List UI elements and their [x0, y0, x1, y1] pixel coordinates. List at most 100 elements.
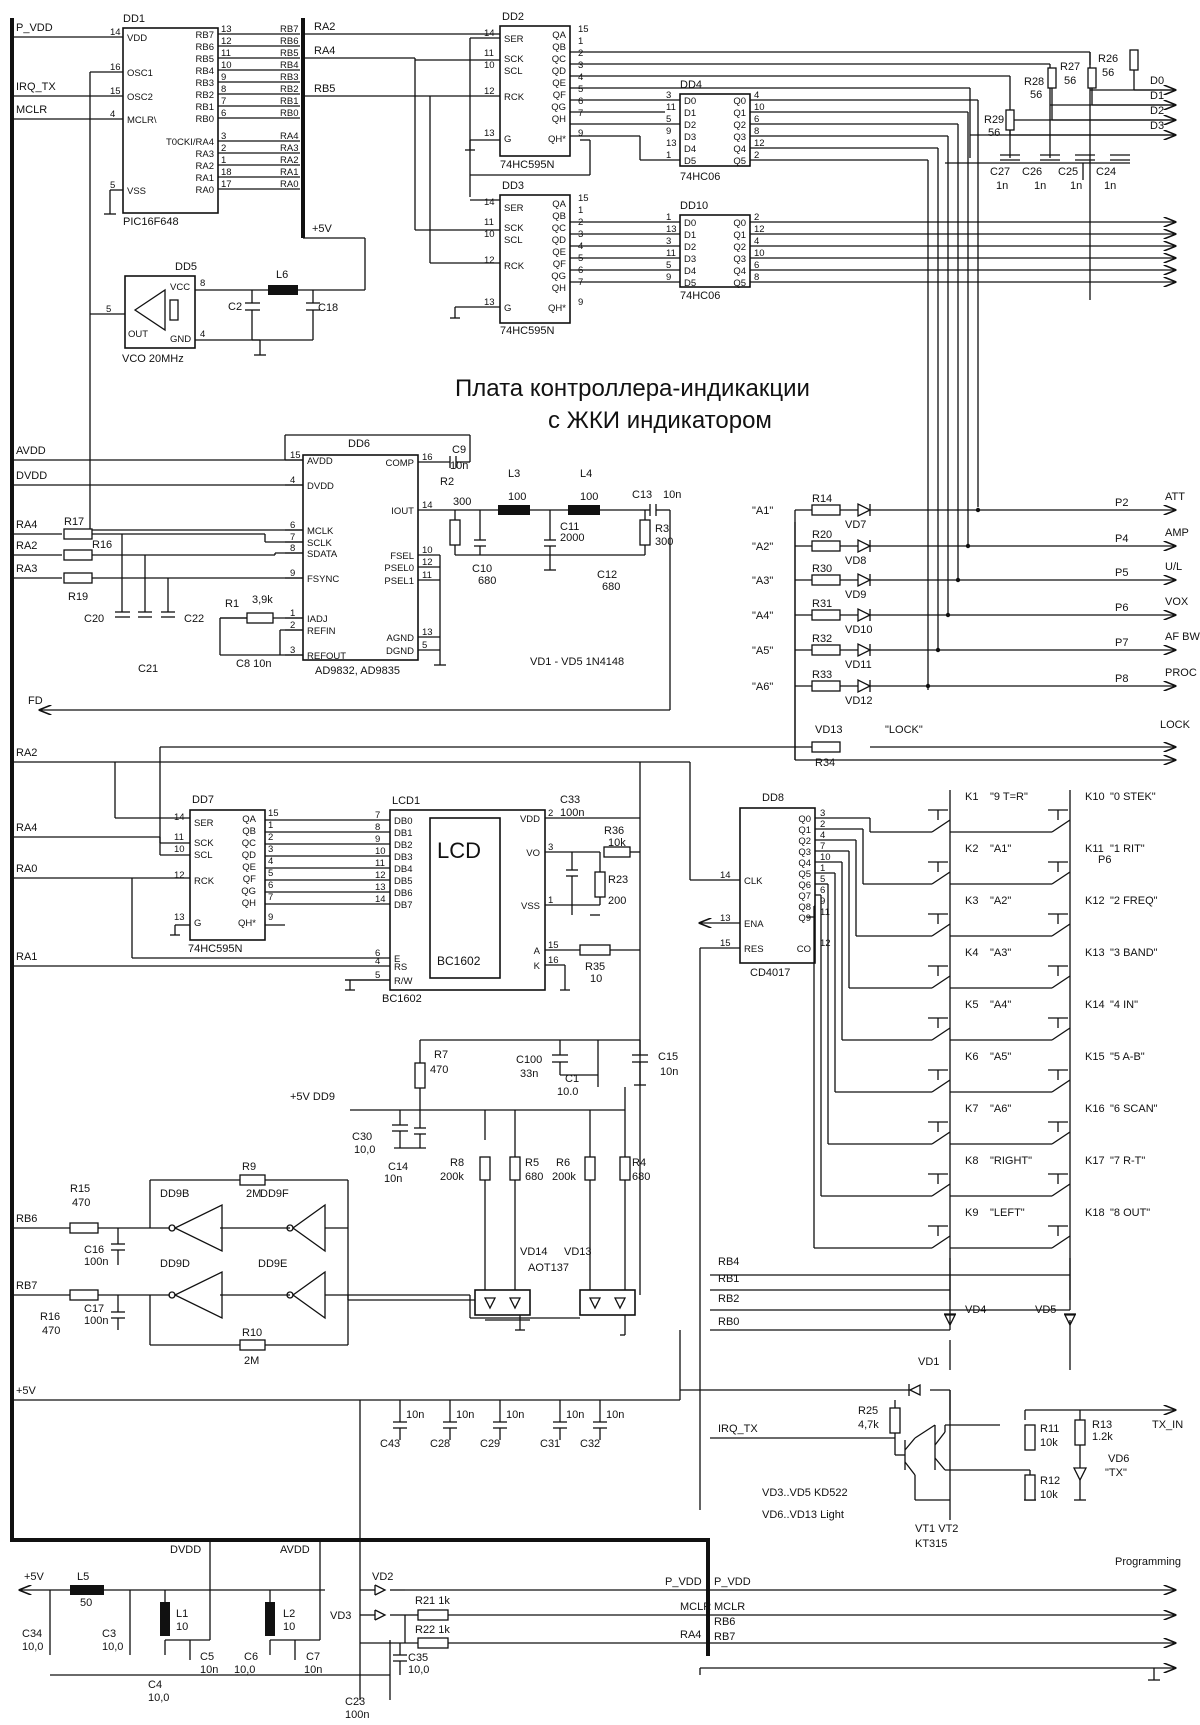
- dd1-part: PIC16F648: [123, 216, 179, 228]
- svg-text:5: 5: [106, 304, 111, 315]
- dd1-pin-name: OSC2: [127, 92, 153, 103]
- dd10-pin-name: Q0: [733, 218, 746, 229]
- dd7-pin-num: 13: [174, 912, 185, 923]
- dd1-net-label: RA1: [280, 167, 298, 178]
- led-function: ATT: [1165, 491, 1185, 503]
- svg-text:RA1: RA1: [16, 951, 37, 963]
- svg-text:2M: 2M: [246, 1188, 261, 1200]
- dd7-pin-name: QA: [242, 814, 256, 825]
- svg-text:R25: R25: [858, 1405, 878, 1417]
- dd10-pin-name: D1: [684, 230, 696, 241]
- key-switch: [1051, 923, 1071, 937]
- key-label: K13: [1085, 947, 1105, 959]
- svg-text:R11: R11: [1040, 1423, 1059, 1435]
- dd4-pin-num: 11: [666, 102, 676, 113]
- svg-text:1n: 1n: [1104, 180, 1116, 192]
- svg-text:DD6: DD6: [348, 438, 370, 450]
- svg-text:R2: R2: [440, 476, 454, 488]
- dd6-pin-name: MCLK: [307, 526, 334, 537]
- dd2-pin-name: QH: [552, 114, 566, 125]
- dd4-pin-num: 2: [754, 150, 759, 161]
- svg-text:1.2k: 1.2k: [1092, 1431, 1113, 1443]
- lcd-pin-name: DB3: [394, 852, 412, 863]
- svg-text:DD3: DD3: [502, 180, 524, 192]
- cap-value: 10n: [566, 1409, 584, 1421]
- dd4-pin-num: 9: [666, 126, 671, 137]
- dd8-pin-name: Q2: [798, 836, 811, 847]
- dd4-pin-name: Q2: [733, 120, 746, 131]
- dd10-pin-num: 4: [754, 236, 759, 247]
- svg-text:P_VDD: P_VDD: [714, 1576, 751, 1588]
- dd8-pin-num: 2: [820, 819, 825, 830]
- dd1-net-label: RB6: [280, 36, 298, 47]
- dd10-pin-name: Q1: [733, 230, 746, 241]
- dd6-pin-name: REFOUT: [307, 651, 346, 662]
- dd4-pin-num: 8: [754, 126, 759, 137]
- dd1-pin-num: 13: [221, 24, 232, 35]
- svg-text:680: 680: [525, 1171, 543, 1183]
- svg-text:C10: C10: [472, 563, 492, 575]
- dd1-microcontroller: DD1 PIC16F648 VDD14OSC116OSC215MCLR\4VSS…: [110, 13, 298, 228]
- dd7-pin-name: QH: [242, 898, 256, 909]
- svg-text:300: 300: [453, 496, 471, 508]
- dd10-pin-num: 13: [666, 224, 677, 235]
- led-port: P7: [1115, 637, 1128, 649]
- svg-text:KT315: KT315: [915, 1538, 947, 1550]
- dd2-pin-name: QC: [552, 54, 566, 65]
- dd1-net-label: RB3: [280, 72, 298, 83]
- dd10-pin-name: D4: [684, 266, 696, 277]
- svg-text:L4: L4: [580, 468, 592, 480]
- dd8-pin-num: 3: [820, 808, 825, 819]
- svg-text:C23: C23: [345, 1696, 365, 1708]
- svg-text:C5: C5: [200, 1651, 214, 1663]
- dd1-net-label: RB5: [280, 48, 298, 59]
- dd10-pin-num: 1: [666, 212, 671, 223]
- svg-text:2000: 2000: [560, 532, 584, 544]
- dd3-pin-name: QH: [552, 283, 566, 294]
- dd2-pin-num: 12: [484, 86, 495, 97]
- led-name: VD8: [845, 555, 866, 567]
- dd4-pin-name: D5: [684, 156, 696, 167]
- dd6-pin-name: AVDD: [307, 456, 333, 467]
- led-resistor: [811, 574, 841, 586]
- lcd-pin-num: 16: [548, 955, 559, 966]
- dd10-pin-num: 10: [754, 248, 765, 259]
- svg-text:DD2: DD2: [502, 11, 524, 23]
- dd3-pin-name: QG: [551, 271, 566, 282]
- svg-text:RB6: RB6: [16, 1213, 37, 1225]
- key-label: K14: [1085, 999, 1105, 1011]
- svg-text:C2: C2: [228, 301, 242, 313]
- lcd-pin-name: DB1: [394, 828, 412, 839]
- dd2-pin-name: QG: [551, 102, 566, 113]
- svg-text:C26: C26: [1022, 166, 1042, 178]
- key-label: K17: [1085, 1155, 1105, 1167]
- lcd-pin-num: 4: [375, 956, 380, 967]
- svg-text:3,9k: 3,9k: [252, 594, 273, 606]
- svg-text:10n: 10n: [450, 460, 468, 472]
- svg-text:VT1 VT2: VT1 VT2: [915, 1523, 958, 1535]
- key-function-label: "RIGHT": [990, 1155, 1032, 1167]
- dd1-pin-num: 12: [221, 36, 232, 47]
- dd1-pin-name: MCLR\: [127, 115, 157, 126]
- dd10-pin-num: 5: [666, 260, 671, 271]
- lcd-pin-num: 3: [548, 842, 553, 853]
- svg-text:R13: R13: [1092, 1419, 1112, 1431]
- lcd-pin-name: VSS: [521, 901, 540, 912]
- dd1-pin-name: RA3: [196, 149, 214, 160]
- dd4-pin-num: 4: [754, 90, 759, 101]
- dd2-pin-num: 3: [578, 60, 583, 71]
- led-function: AMP: [1165, 527, 1189, 539]
- key-switch: [1051, 871, 1071, 885]
- led-diode-icon: [857, 538, 872, 554]
- key-label: K6: [965, 1051, 978, 1063]
- dd1-net-label: RA0: [280, 179, 298, 190]
- led-tag: "A3": [752, 575, 773, 587]
- lcd-pin-num: 2: [548, 808, 553, 819]
- svg-text:D2: D2: [1150, 105, 1164, 117]
- dd8-pin-num: 15: [720, 938, 731, 949]
- net-ra2-top: RA2: [314, 21, 335, 33]
- dd7-pin-num: 15: [268, 808, 279, 819]
- led-name: VD11: [845, 659, 872, 671]
- dd1-pin-num: 2: [221, 143, 226, 154]
